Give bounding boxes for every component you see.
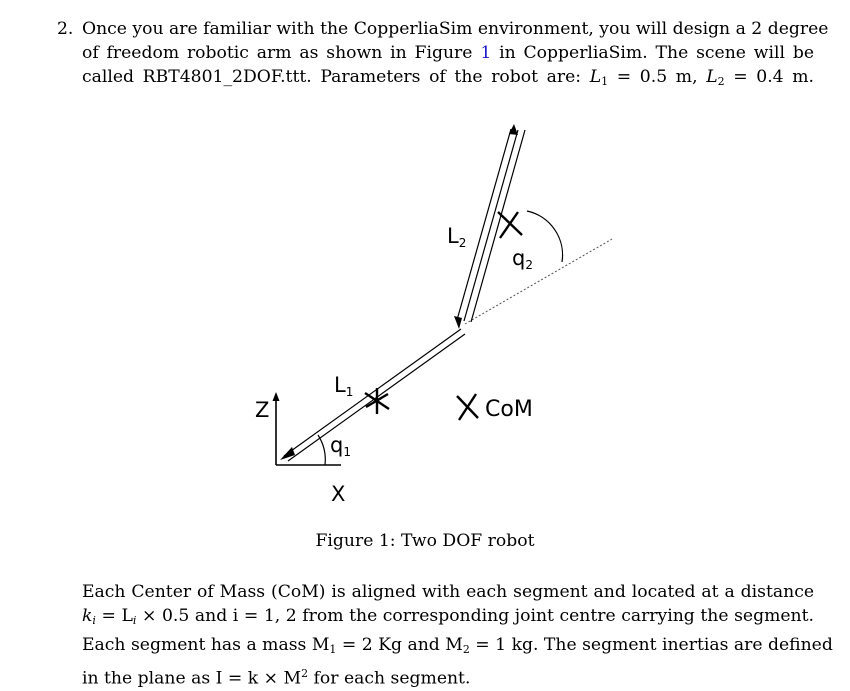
- link-2: [456, 128, 526, 323]
- joint2-arrowhead: [454, 316, 462, 329]
- problem-line-1: Once you are familiar with the Copperlia…: [82, 19, 829, 39]
- link1-extension-line: [464, 238, 613, 325]
- q1-angle-arc: [317, 434, 326, 466]
- problem-statement: Once you are familiar with the Copperlia…: [82, 17, 829, 94]
- figure-ref-link[interactable]: 1: [480, 43, 492, 63]
- description-paragraph: Each Center of Mass (CoM) is aligned wit…: [82, 580, 833, 691]
- link2-tip-arrowhead: [509, 124, 518, 135]
- description-line-3: Each segment has a mass M1 = 2 Kg and M2…: [82, 635, 833, 656]
- q2-label: q2: [512, 246, 533, 272]
- com-marker-link2: [497, 211, 523, 239]
- problem-number: 2.: [57, 19, 74, 39]
- q2-angle-arc: [526, 210, 564, 263]
- description-line-1: Each Center of Mass (CoM) is aligned wit…: [82, 582, 814, 602]
- q1-label: q1: [330, 433, 351, 459]
- problem-line-3: called RBT4801_2DOF.ttt. Parameters of t…: [82, 67, 815, 88]
- z-axis-label: Z: [255, 398, 269, 422]
- description-line-2: ki = Li × 0.5 and i = 1, 2 from the corr…: [82, 606, 814, 627]
- com-legend-marker: [456, 393, 479, 421]
- l1-label: L1: [334, 373, 353, 399]
- problem-line-2: of freedom robotic arm as shown in Figur…: [82, 43, 815, 63]
- x-axis-label: X: [331, 482, 345, 506]
- com-marker-link1: [364, 388, 390, 414]
- com-label: CoM: [485, 397, 533, 422]
- robot-arm-figure: Z X L1 L2 q1 q2 CoM: [255, 124, 613, 506]
- description-line-4: in the plane as I = k × M2 for each segm…: [82, 667, 471, 689]
- figure-caption: Figure 1: Two DOF robot: [315, 531, 535, 551]
- joint1-arrowhead: [280, 447, 295, 460]
- link-1: [283, 328, 466, 462]
- base-axes: [272, 392, 341, 466]
- l2-label: L2: [447, 224, 466, 250]
